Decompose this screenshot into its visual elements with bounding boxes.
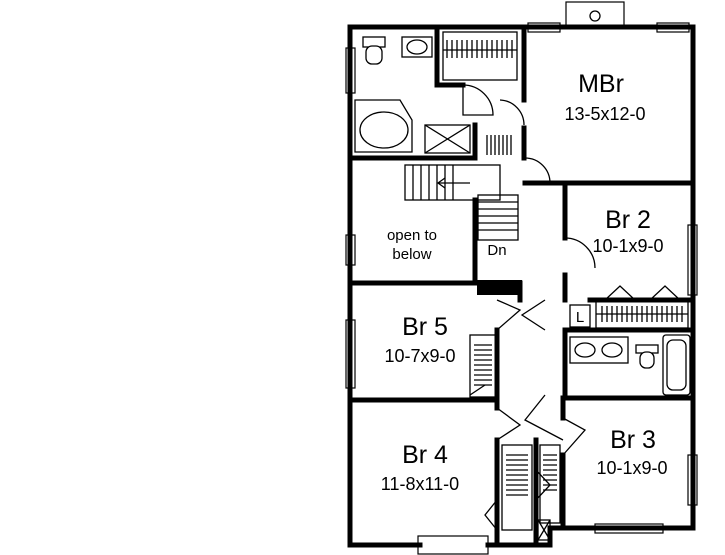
open-to-below-line1: open to (387, 227, 437, 244)
linen-label: L (576, 309, 584, 326)
sink (406, 39, 428, 55)
open-to-below-line2: below (392, 246, 431, 263)
room-size-br2: 10-1x9-0 (592, 236, 663, 256)
sink (574, 342, 596, 358)
room-name-br4: Br 4 (402, 441, 448, 469)
stairs (404, 164, 519, 241)
room-size-br4: 11-8x11-0 (381, 474, 459, 494)
room-size-br5: 10-7x9-0 (384, 346, 455, 366)
sink (601, 342, 623, 358)
master-bath-fixtures (354, 36, 471, 154)
toilet (365, 45, 383, 65)
closets (442, 31, 689, 541)
room-size-master: 13-5x12-0 (564, 104, 645, 124)
toilet (639, 351, 655, 369)
room-name-br5: Br 5 (402, 313, 448, 341)
linen-closet (569, 304, 591, 328)
room-size-br3: 10-1x9-0 (596, 458, 667, 478)
doors (462, 84, 596, 531)
chimney-flue (589, 10, 601, 22)
room-name-br3: Br 3 (610, 426, 656, 454)
room-labels: MBr 13-5x12-0 Br 2 10-1x9-0 open to belo… (381, 70, 668, 494)
room-name-master: MBr (578, 70, 624, 98)
tub (359, 111, 409, 149)
exterior-walls (347, 24, 696, 548)
bathtub (662, 334, 691, 396)
room-name-br2: Br 2 (605, 206, 651, 234)
hall-bath-fixtures (569, 304, 691, 396)
bay-window (417, 535, 489, 555)
stairs-down-label: Dn (487, 242, 506, 259)
wall-block (477, 280, 522, 295)
chimney-box (565, 1, 625, 29)
